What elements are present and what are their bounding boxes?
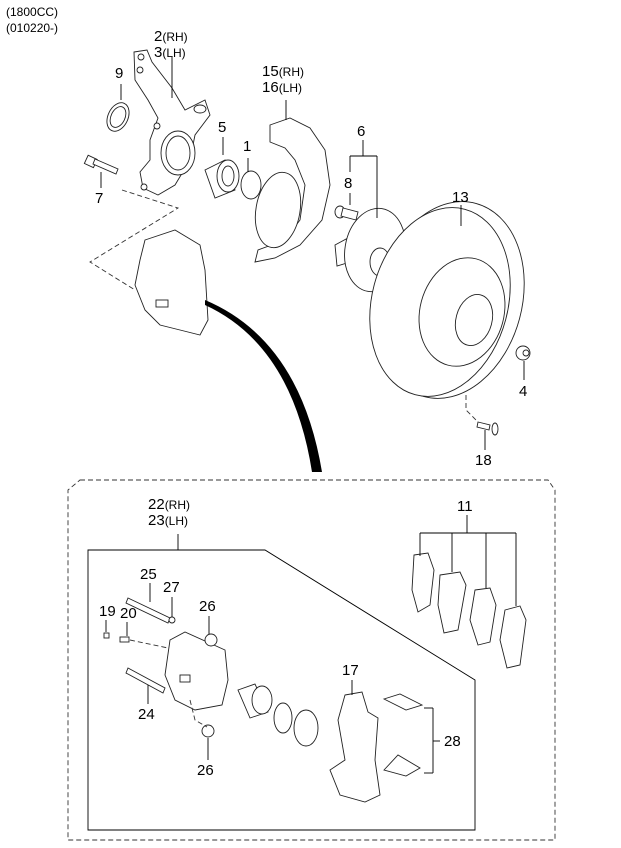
engine-spec: (1800CC) [6, 5, 59, 19]
caliper-assembly-upper[interactable] [134, 229, 209, 336]
callout-4[interactable]: 4 [519, 383, 528, 400]
bleeder-screw[interactable] [119, 636, 130, 643]
brake-disc[interactable] [349, 185, 545, 415]
callout-19[interactable]: 19 [99, 603, 116, 620]
pad-shims[interactable] [382, 693, 424, 777]
guide-bolt-upper[interactable] [125, 597, 171, 624]
callout-15-16[interactable]: 15(RH) 16(LH) [262, 63, 305, 96]
callout-6[interactable]: 6 [357, 123, 366, 140]
piston-boot[interactable] [293, 709, 319, 747]
piston-seal[interactable] [273, 702, 293, 734]
callout-27[interactable]: 27 [163, 579, 180, 596]
brake-pads[interactable] [411, 552, 527, 669]
callout-26-upper[interactable]: 26 [199, 598, 216, 615]
callout-18[interactable]: 18 [475, 452, 492, 469]
callout-9[interactable]: 9 [115, 65, 124, 82]
dust-cover[interactable] [250, 117, 331, 263]
disc-screw[interactable] [476, 421, 499, 436]
callout-8[interactable]: 8 [344, 175, 353, 192]
callout-13[interactable]: 13 [452, 189, 469, 206]
detail-box [67, 479, 556, 841]
boot-ring[interactable] [168, 616, 176, 624]
callout-5[interactable]: 5 [218, 119, 227, 136]
caliper-bracket[interactable] [329, 691, 381, 803]
callout-2-3[interactable]: 2(RH) 3(LH) [154, 28, 188, 61]
hub-bolt[interactable] [334, 205, 359, 221]
diagram-header: (1800CC) (010220-) [6, 4, 58, 36]
caliper-body[interactable] [164, 631, 229, 711]
hub-nut[interactable] [515, 345, 531, 361]
callout-11[interactable]: 11 [457, 498, 473, 515]
steering-knuckle[interactable] [133, 49, 211, 196]
caliper-group-box [87, 549, 476, 831]
callout-20[interactable]: 20 [120, 605, 137, 622]
dust-seal[interactable] [103, 99, 134, 135]
callout-25[interactable]: 25 [140, 566, 157, 583]
bushing-upper[interactable] [204, 633, 218, 647]
leader-lines [100, 57, 525, 774]
wheel-bearing[interactable] [204, 159, 240, 199]
bleeder-cap[interactable] [103, 632, 110, 639]
knuckle-bolt[interactable] [83, 154, 119, 175]
callout-1[interactable]: 1 [243, 138, 252, 155]
guide-bolt-lower[interactable] [125, 667, 166, 694]
callout-22-23[interactable]: 22(RH) 23(LH) [148, 496, 191, 529]
serial-range: (010220-) [6, 21, 59, 35]
callout-7[interactable]: 7 [95, 190, 104, 207]
detail-arrow [205, 300, 322, 472]
bushing-lower[interactable] [201, 724, 215, 738]
callout-24[interactable]: 24 [138, 706, 155, 723]
callout-17[interactable]: 17 [342, 662, 359, 679]
piston[interactable] [237, 683, 273, 719]
callout-26-lower[interactable]: 26 [197, 762, 214, 779]
snap-ring[interactable] [240, 170, 262, 200]
callout-28[interactable]: 28 [444, 733, 461, 750]
